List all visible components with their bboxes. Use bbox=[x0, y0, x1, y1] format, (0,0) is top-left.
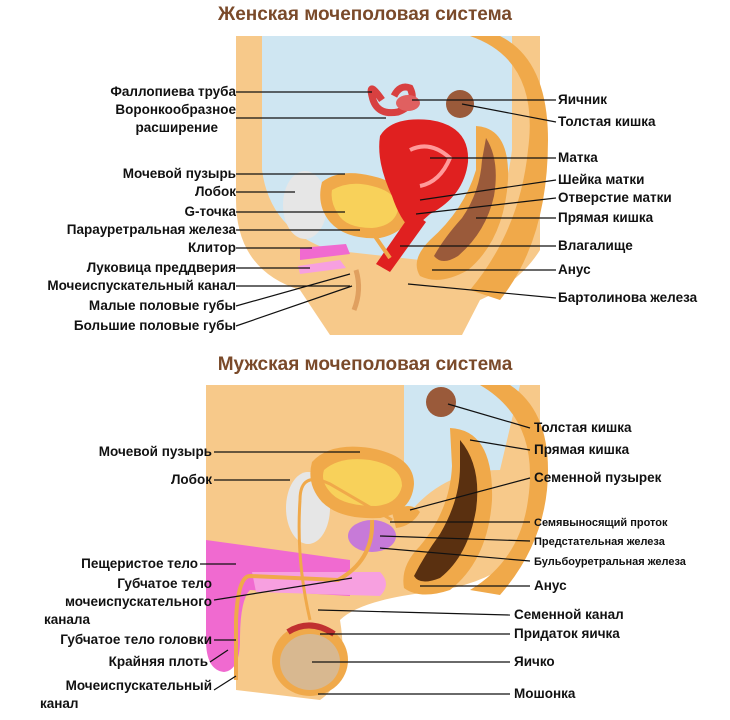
label-corpus-spongiosum: Губчатое тело bbox=[117, 576, 212, 591]
label-corpus-spongiosum-2: мочеиспускательного bbox=[64, 594, 212, 609]
label-paraurethral-gland: Парауретральная железа bbox=[66, 222, 236, 237]
female-fallopian-tube bbox=[367, 83, 416, 117]
label-female-urethra: Мочеиспускательный канал bbox=[47, 278, 236, 293]
label-epididymis: Придаток яичка bbox=[514, 626, 620, 641]
label-testis: Яичко bbox=[514, 654, 555, 669]
label-ovary: Яичник bbox=[558, 92, 608, 107]
label-prostate: Предстательная железа bbox=[534, 536, 665, 548]
female-uterus bbox=[379, 119, 469, 230]
label-scrotum: Мошонка bbox=[514, 686, 576, 701]
label-labia-minora: Малые половые губы bbox=[88, 298, 236, 313]
label-male-anus: Анус bbox=[534, 578, 567, 593]
label-female-anus: Анус bbox=[558, 262, 591, 277]
label-corpus-spongiosum-3: канала bbox=[44, 612, 91, 627]
male-system-title: Мужская мочеполовая система bbox=[217, 354, 513, 375]
female-pubic-bone bbox=[283, 171, 327, 239]
female-leader-lines bbox=[235, 91, 386, 327]
female-illustration bbox=[236, 36, 548, 335]
male-illustration bbox=[206, 385, 548, 700]
label-infundibulum: Воронкообразное bbox=[115, 102, 236, 117]
label-female-rectum: Прямая кишка bbox=[558, 210, 654, 225]
label-male-bladder: Мочевой пузырь bbox=[98, 444, 212, 459]
male-colon bbox=[426, 387, 456, 417]
label-glans-spongiosum: Губчатое тело головки bbox=[60, 632, 212, 647]
male-leader-lines-right bbox=[312, 403, 531, 695]
female-colon bbox=[446, 90, 474, 118]
female-ovary bbox=[396, 95, 420, 111]
label-bulbourethral-gland: Бульбоуретральная железа bbox=[534, 556, 686, 568]
label-seminal-vesicle: Семенной пузырек bbox=[534, 470, 662, 485]
label-female-colon: Толстая кишка bbox=[558, 114, 656, 129]
label-infundibulum-2: расширение bbox=[135, 120, 218, 135]
label-female-pubis: Лобок bbox=[194, 184, 236, 199]
label-vestibular-bulb: Луковица преддверия bbox=[86, 260, 236, 275]
label-vagina: Влагалище bbox=[558, 238, 633, 253]
label-vas-deferens: Семявыносящий проток bbox=[534, 517, 668, 529]
label-fallopian-tube: Фаллопиева труба bbox=[110, 84, 236, 99]
male-leader-lines bbox=[200, 451, 360, 691]
label-seminal-duct: Семенной канал bbox=[514, 607, 624, 622]
label-female-bladder: Мочевой пузырь bbox=[122, 166, 236, 181]
label-cervical-os: Отверстие матки bbox=[558, 190, 672, 205]
label-male-rectum: Прямая кишка bbox=[534, 442, 630, 457]
label-corpus-cavernosum: Пещеристое тело bbox=[81, 556, 198, 571]
female-leader-lines-right bbox=[400, 99, 557, 299]
label-male-colon: Толстая кишка bbox=[534, 420, 632, 435]
label-cervix: Шейка матки bbox=[558, 172, 645, 187]
female-spine bbox=[470, 36, 548, 300]
label-bartholin-gland: Бартолинова железа bbox=[558, 290, 698, 305]
label-male-urethra-2: канал bbox=[40, 696, 79, 711]
female-clitoris bbox=[300, 244, 350, 260]
male-testis bbox=[280, 634, 340, 690]
label-labia-majora: Большие половые губы bbox=[73, 318, 236, 333]
female-system-title: Женская мочеполовая система bbox=[218, 4, 512, 25]
label-male-pubis: Лобок bbox=[170, 472, 212, 487]
label-foreskin: Крайняя плоть bbox=[108, 654, 208, 669]
male-spine bbox=[470, 385, 548, 595]
label-clitoris: Клитор bbox=[187, 240, 236, 255]
label-uterus: Матка bbox=[558, 150, 598, 165]
label-male-urethra: Мочеиспускательный bbox=[65, 678, 212, 693]
label-g-spot: G-точка bbox=[184, 204, 236, 219]
